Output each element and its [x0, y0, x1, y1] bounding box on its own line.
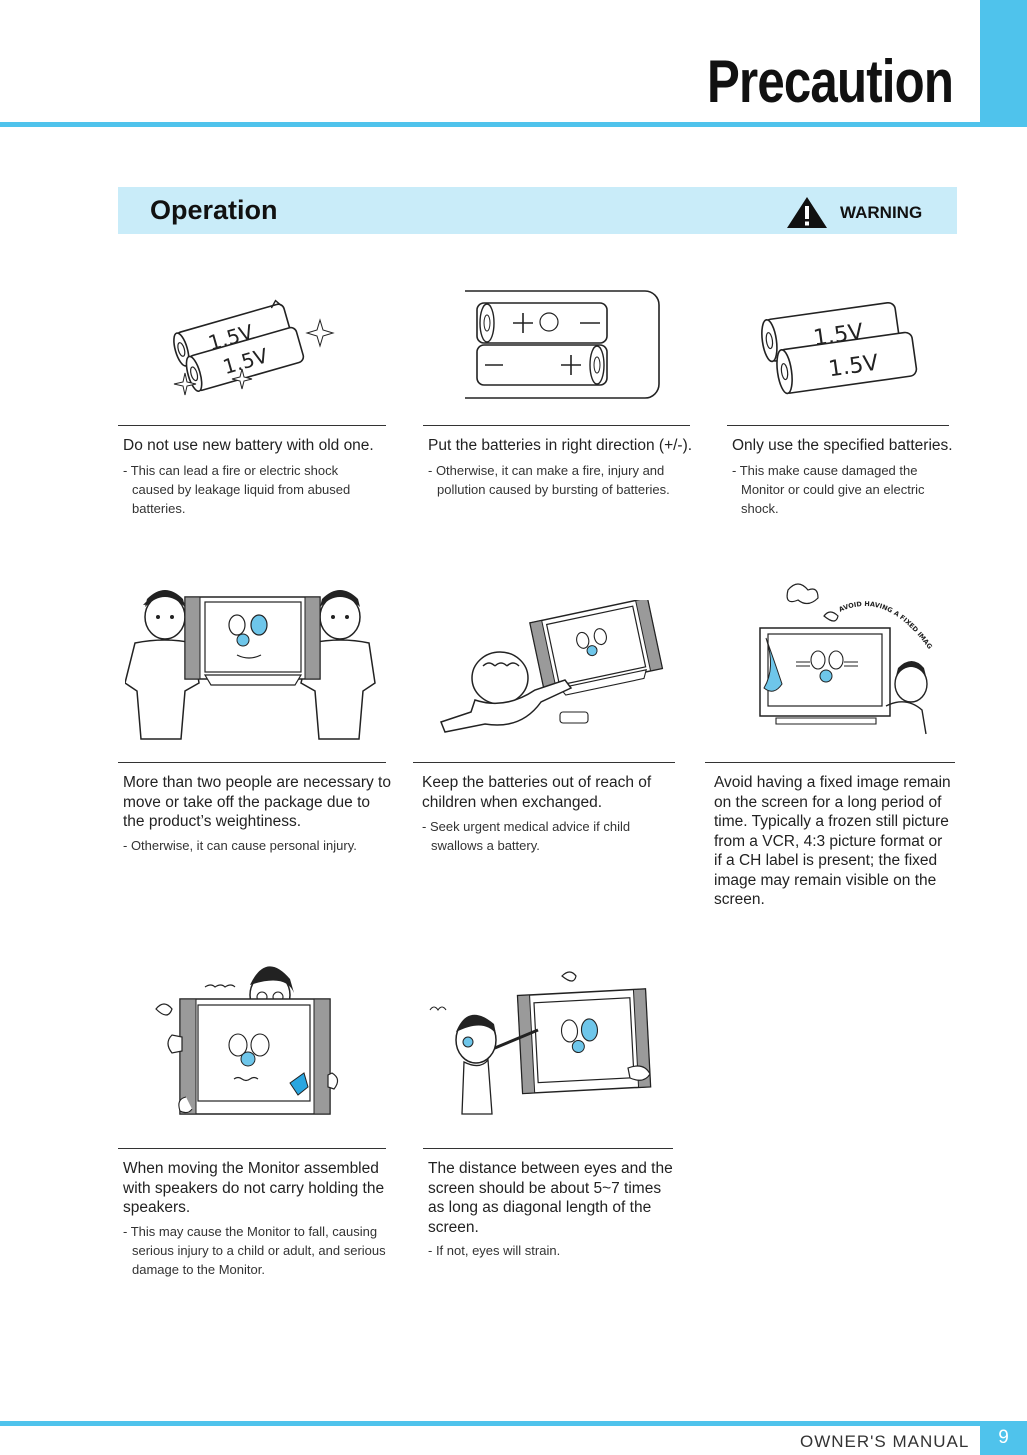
- item-note: - This can lead a fire or electric shock…: [123, 463, 351, 516]
- viewing-distance-illustration: [429, 971, 652, 1115]
- item-note: - If not, eyes will strain.: [428, 1243, 561, 1258]
- warning-label: WARNING: [840, 203, 923, 222]
- footer-rule: [0, 1421, 1027, 1426]
- item-title: Avoid having a fixed image remain on the…: [714, 774, 951, 908]
- page-number-box: 9: [980, 1421, 1027, 1455]
- item-note: - Otherwise, it can make a fire, injury …: [428, 463, 670, 497]
- header-rule: [0, 122, 1027, 127]
- holding-speakers-illustration: [155, 966, 339, 1115]
- item-rule: [118, 425, 386, 426]
- item-title: More than two people are necessary to mo…: [123, 774, 391, 830]
- page-number: 9: [998, 1427, 1009, 1448]
- child-batteries-illustration: [440, 600, 664, 733]
- battery-compartment-illustration: [465, 290, 660, 399]
- fixed-image-illustration: AVOID HAVING A FIXED IMAGE REMAIN ON THE…: [736, 578, 934, 735]
- item-title: When moving the Monitor assembled with s…: [123, 1160, 385, 1216]
- page-title: Precaution: [706, 48, 954, 115]
- item-title: Keep the batteries out of reach of child…: [422, 774, 652, 811]
- item-rule: [423, 1148, 673, 1149]
- item-rule: [705, 762, 955, 763]
- warning-icon: [787, 197, 827, 228]
- footer-label: OWNER'S MANUAL: [800, 1432, 970, 1451]
- two-people-carrying-illustration: [125, 590, 376, 740]
- item-note: - Otherwise, it can cause personal injur…: [123, 838, 357, 853]
- item-note: - This may cause the Monitor to fall, ca…: [123, 1224, 386, 1277]
- section-title: Operation: [150, 195, 278, 225]
- header-tab: [980, 0, 1027, 126]
- item-note: - Seek urgent medical advice if child sw…: [422, 819, 631, 853]
- item-rule: [413, 762, 675, 763]
- item-title: Do not use new battery with old one.: [123, 437, 374, 454]
- item-note: - This make cause damaged the Monitor or…: [732, 463, 925, 516]
- item-rule: [423, 425, 690, 426]
- item-rule: [727, 425, 949, 426]
- specified-batteries-illustration: 1.5V 1.5V: [761, 301, 918, 395]
- item-rule: [118, 1148, 386, 1149]
- section-bar: Operation WARNING: [118, 187, 957, 234]
- item-rule: [118, 762, 386, 763]
- item-title: The distance between eyes and the screen…: [428, 1160, 673, 1236]
- item-title: Only use the specified batteries.: [732, 437, 953, 454]
- item-title: Put the batteries in right direction (+/…: [428, 437, 693, 454]
- batteries-old-new-illustration: 1.5V 1.5V: [173, 299, 335, 396]
